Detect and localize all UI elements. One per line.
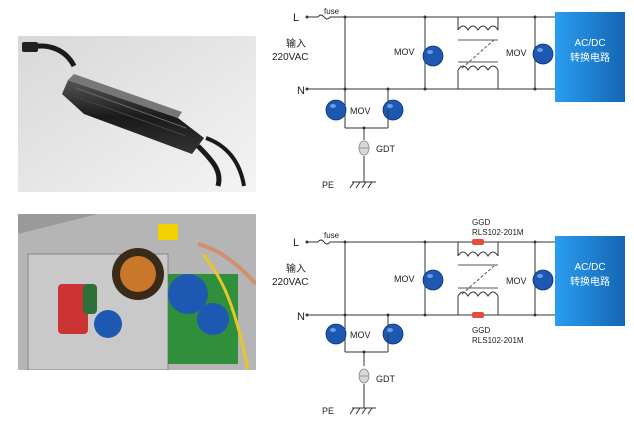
power-supply-image	[18, 36, 256, 192]
ground-symbol	[349, 407, 376, 415]
mov-l-pe	[382, 323, 404, 345]
mov-label: MOV	[394, 47, 415, 57]
mov-label: MOV	[394, 274, 415, 284]
mov-label-3: MOV	[350, 106, 371, 116]
mov-l-n-1	[422, 45, 444, 67]
neutral-label: N	[297, 311, 305, 323]
fuse-symbol	[317, 239, 331, 245]
line-label: L	[293, 237, 299, 249]
input-label: 输入	[286, 262, 306, 275]
pe-label: PE	[322, 180, 334, 190]
acdc-block	[555, 236, 625, 326]
input-voltage-label: 220VAC	[272, 52, 309, 63]
common-mode-choke	[457, 242, 499, 315]
mov-label-2: MOV	[506, 276, 527, 286]
pcb-photo	[18, 214, 256, 370]
ggd-label-bottom: GGD	[472, 326, 490, 335]
acdc-label: AC/DC	[574, 38, 605, 49]
mov-n-pe	[325, 323, 347, 345]
ggd-part-bottom: RLS102-201M	[472, 336, 524, 345]
fuse-label: fuse	[324, 231, 340, 240]
acdc-sublabel: 转换电路	[570, 51, 610, 64]
circuit-bottom: L N fuse 输入 220VAC MOV GGD RLS102-201M G…	[272, 218, 625, 416]
pcb-image	[18, 214, 256, 370]
circuit-top: L N fuse 输入 220VAC MOV	[272, 7, 625, 190]
ggd-label-top: GGD	[472, 218, 490, 227]
fuse-symbol	[317, 14, 331, 20]
mov-l-n-1	[422, 269, 444, 291]
ggd-component-top	[472, 239, 484, 245]
line-label: L	[293, 12, 299, 24]
neutral-label: N	[297, 85, 305, 97]
common-mode-choke	[457, 17, 499, 89]
fuse-label: fuse	[324, 7, 340, 16]
mov-l-n-2	[532, 269, 554, 291]
mov-n-pe	[325, 99, 347, 121]
pe-label: PE	[322, 406, 334, 416]
gdt-label: GDT	[376, 144, 396, 154]
mov-l-n-2	[532, 43, 554, 65]
acdc-sublabel: 转换电路	[570, 275, 610, 288]
ggd-part-top: RLS102-201M	[472, 228, 524, 237]
mov-label-2: MOV	[506, 48, 527, 58]
acdc-label: AC/DC	[574, 262, 605, 273]
acdc-block	[555, 12, 625, 102]
input-voltage-label: 220VAC	[272, 277, 309, 288]
ground-symbol	[349, 181, 376, 189]
mov-l-pe	[382, 99, 404, 121]
mov-label-3: MOV	[350, 330, 371, 340]
power-supply-photo	[18, 36, 256, 192]
ggd-component-bottom	[472, 312, 484, 318]
gdt-label: GDT	[376, 374, 396, 384]
input-label: 输入	[286, 37, 306, 50]
